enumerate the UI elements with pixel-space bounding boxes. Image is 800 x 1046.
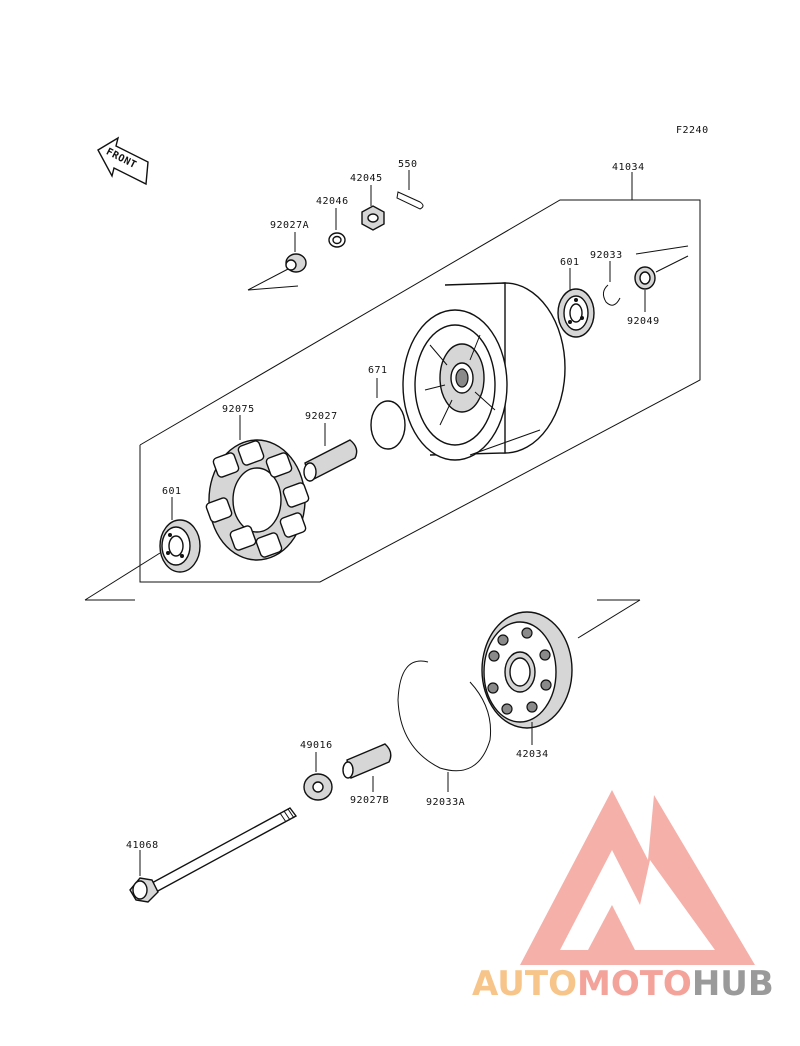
assembly-frame — [84, 172, 701, 601]
nut-42045 — [361, 185, 385, 231]
wheel-hub-assembly — [402, 282, 566, 461]
oil-seal-92049 — [634, 245, 689, 312]
axle-41068 — [129, 807, 298, 903]
collar-92027A — [247, 232, 307, 291]
cotter-pin-550 — [396, 170, 424, 210]
watermark-auto: AUTO — [472, 964, 577, 1004]
watermark-moto: MOTO — [577, 964, 692, 1004]
washer-42046 — [328, 208, 346, 248]
sleeve-92027 — [303, 423, 358, 483]
svg-text:AUTOMOTOHUB: AUTOMOTOHUB — [472, 964, 774, 1004]
label-92027A: 92027A — [270, 220, 309, 231]
label-601-left: 601 — [162, 486, 182, 497]
sleeve-92027B — [342, 743, 392, 792]
figure-code: F2240 — [676, 125, 709, 136]
label-92049: 92049 — [627, 316, 660, 327]
circlip-92033 — [602, 261, 621, 306]
label-92027: 92027 — [305, 411, 338, 422]
label-92033A: 92033A — [426, 797, 465, 808]
label-49016: 49016 — [300, 740, 333, 751]
label-92033: 92033 — [590, 250, 623, 261]
label-42034: 42034 — [516, 749, 549, 760]
watermark-triangle-icon — [520, 790, 755, 965]
label-42046: 42046 — [316, 196, 349, 207]
label-42045: 42045 — [350, 173, 383, 184]
watermark-logo: AUTOMOTOHUB — [472, 790, 774, 1004]
washer-49016 — [303, 752, 333, 801]
label-550: 550 — [398, 159, 418, 170]
watermark-hub: HUB — [692, 964, 774, 1004]
bearing-601-left — [159, 497, 201, 573]
label-92027B: 92027B — [350, 795, 389, 806]
damper-92075 — [205, 415, 310, 561]
label-92075: 92075 — [222, 404, 255, 415]
front-arrow-icon: FRONT — [97, 136, 149, 186]
label-671: 671 — [368, 365, 388, 376]
label-601-top: 601 — [560, 257, 580, 268]
coupling-42034 — [481, 599, 641, 745]
bearing-601-top — [557, 268, 595, 338]
label-41034: 41034 — [612, 162, 645, 173]
o-ring-671 — [370, 378, 406, 450]
circlip-92033A — [397, 660, 492, 792]
label-41068: 41068 — [126, 840, 159, 851]
